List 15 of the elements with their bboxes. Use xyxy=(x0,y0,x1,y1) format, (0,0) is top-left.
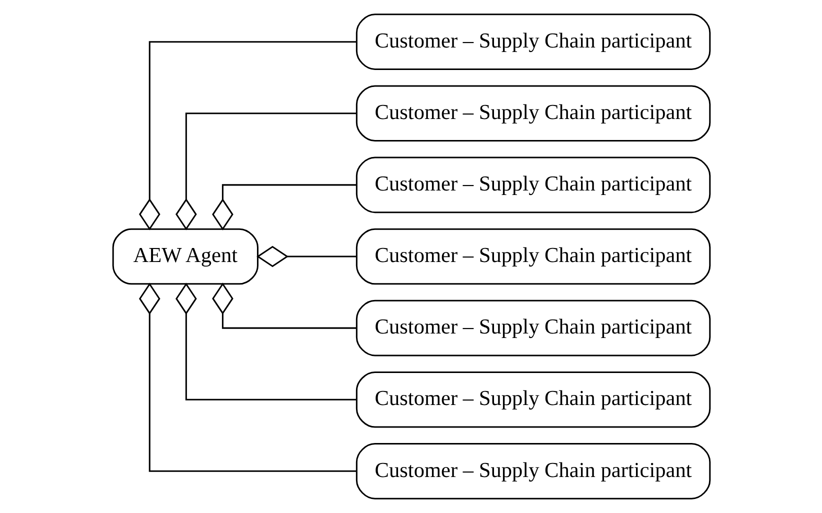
node-box: Customer – Supply Chain participant xyxy=(355,228,710,285)
connector xyxy=(212,184,356,230)
connector xyxy=(175,282,356,400)
node-box: Customer – Supply Chain participant xyxy=(355,443,710,500)
node-box: Customer – Supply Chain participant xyxy=(355,371,710,428)
connector xyxy=(256,246,356,268)
node-box: Customer – Supply Chain participant xyxy=(355,85,710,142)
node-box: AEW Agent xyxy=(112,228,258,285)
connector xyxy=(212,282,356,329)
node-box: Customer – Supply Chain participant xyxy=(355,156,710,214)
node-box: Customer – Supply Chain participant xyxy=(355,300,710,356)
connector xyxy=(175,112,356,230)
connector xyxy=(138,41,356,230)
node-box: Customer – Supply Chain participant xyxy=(355,14,710,70)
connector xyxy=(138,282,356,472)
